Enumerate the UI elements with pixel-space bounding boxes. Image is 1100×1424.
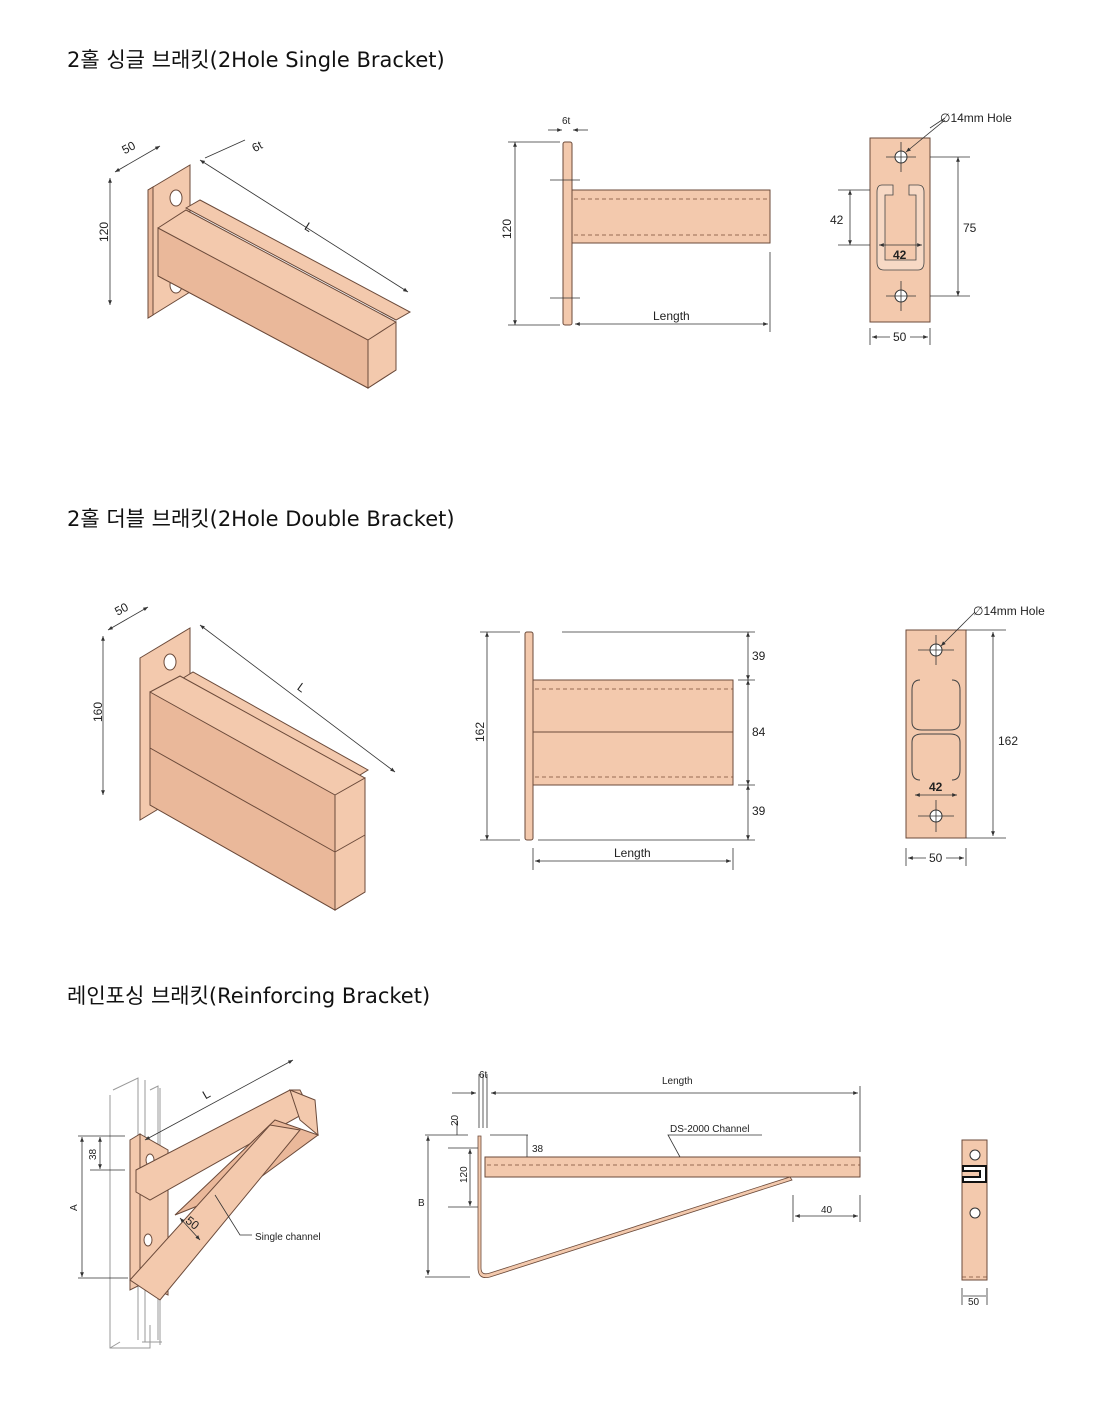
double-bracket-front-view: ∅14mm Hole 162 42 50 bbox=[905, 604, 1045, 866]
double-bracket-iso-drawing: 50 160 L bbox=[91, 600, 396, 911]
iso-width-label: 50 bbox=[119, 138, 138, 157]
iso-thickness-label: 6t bbox=[249, 138, 265, 155]
iso-length-label: L bbox=[302, 219, 315, 235]
side-offset-label: 38 bbox=[532, 1144, 544, 1155]
side-total-label: B bbox=[418, 1198, 425, 1209]
front-hole-label: ∅14mm Hole bbox=[940, 111, 1012, 125]
side-top-label: 39 bbox=[752, 649, 766, 663]
side-height-label: 162 bbox=[473, 722, 487, 742]
front-hole-spacing-label: 75 bbox=[963, 221, 977, 235]
iso-height-label: A bbox=[69, 1204, 80, 1211]
side-length-label: Length bbox=[614, 846, 651, 860]
front-slot-width-label: 42 bbox=[893, 248, 907, 262]
iso-offset-label: 38 bbox=[88, 1148, 99, 1160]
single-bracket-iso-drawing: 50 6t 120 L bbox=[97, 138, 412, 389]
front-slot-width-label: 42 bbox=[929, 780, 943, 794]
iso-callout-label: Single channel bbox=[255, 1232, 321, 1243]
side-length-label: Length bbox=[662, 1076, 693, 1087]
side-bottom-label: 39 bbox=[752, 804, 766, 818]
double-bracket-side-view: 162 39 84 39 Length bbox=[473, 631, 766, 870]
front-height-label: 162 bbox=[998, 734, 1018, 748]
section-title-reinforcing: 레인포싱 브래킷(Reinforcing Bracket) bbox=[67, 984, 430, 1008]
front-hole-label: ∅14mm Hole bbox=[973, 604, 1045, 618]
side-middle-label: 84 bbox=[752, 725, 766, 739]
reinforcing-bracket-iso-drawing: L 38 A 50 Single channel bbox=[69, 1059, 321, 1349]
iso-height-label: 120 bbox=[97, 222, 111, 242]
side-channel-label: DS-2000 Channel bbox=[670, 1124, 750, 1135]
front-slot-height-label: 42 bbox=[830, 213, 844, 227]
side-height-label: 120 bbox=[459, 1166, 470, 1183]
iso-length-label: L bbox=[295, 680, 309, 695]
front-width-label: 50 bbox=[929, 851, 943, 865]
section-title-double: 2홀 더블 브래킷(2Hole Double Bracket) bbox=[67, 507, 455, 531]
side-length-label: Length bbox=[653, 309, 690, 323]
side-thickness-label: 6t bbox=[479, 1070, 488, 1081]
iso-height-label: 160 bbox=[91, 702, 105, 722]
single-bracket-side-view: 6t 120 Length bbox=[500, 116, 771, 332]
side-thickness-label: 6t bbox=[562, 116, 571, 127]
side-top-label: 20 bbox=[450, 1114, 461, 1126]
front-width-label: 50 bbox=[968, 1297, 980, 1308]
side-height-label: 120 bbox=[500, 219, 514, 239]
section-title-single: 2홀 싱글 브래킷(2Hole Single Bracket) bbox=[67, 48, 445, 72]
iso-length-label: L bbox=[200, 1086, 213, 1102]
front-width-label: 50 bbox=[893, 330, 907, 344]
iso-width-label: 50 bbox=[112, 600, 131, 619]
single-bracket-front-view: ∅14mm Hole 42 42 75 50 bbox=[830, 111, 1012, 345]
side-end-label: 40 bbox=[821, 1205, 833, 1216]
reinforcing-bracket-front-view: 50 bbox=[961, 1139, 988, 1308]
reinforcing-bracket-side-view: 6t Length 20 38 DS-2000 Channel 120 B 40 bbox=[418, 1070, 861, 1278]
